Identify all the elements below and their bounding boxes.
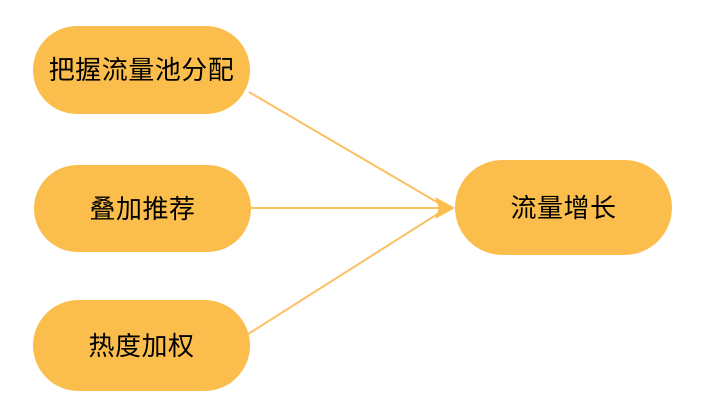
edge-line-2 <box>244 207 448 337</box>
node-box-outcome[interactable]: 流量增长 <box>455 160 672 255</box>
node-label: 流量增长 <box>510 192 617 223</box>
node-box-3[interactable]: 热度加权 <box>33 300 250 391</box>
node-label: 叠加推荐 <box>89 193 196 224</box>
node-box-1[interactable]: 把握流量池分配 <box>33 26 250 114</box>
node-label: 把握流量池分配 <box>48 55 235 85</box>
arrowhead-icon <box>435 197 455 219</box>
node-box-2[interactable]: 叠加推荐 <box>34 165 251 252</box>
edge-line-0 <box>248 91 448 209</box>
edge-group <box>244 91 455 337</box>
node-label: 热度加权 <box>88 330 195 361</box>
